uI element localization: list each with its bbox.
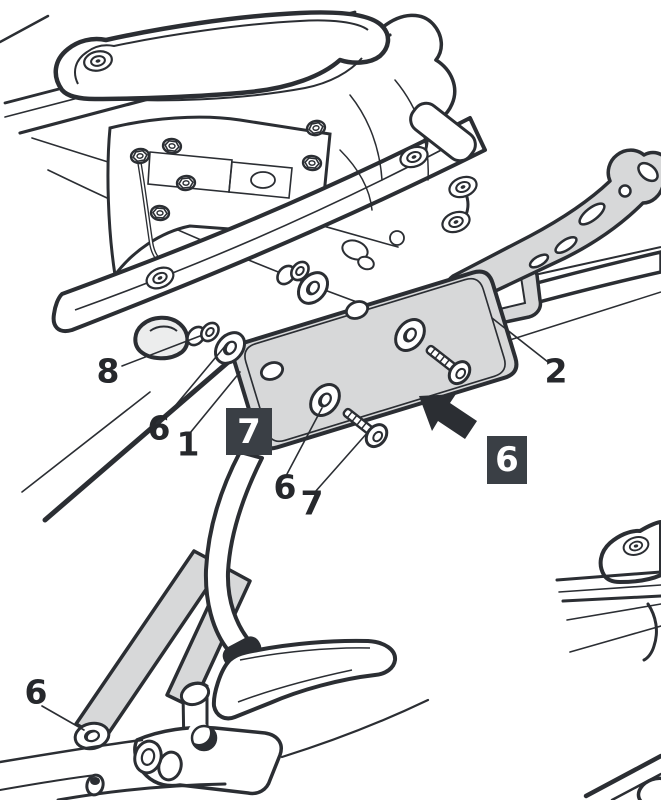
support-arm xyxy=(444,148,661,307)
step-box-7: 7 xyxy=(226,408,272,455)
next-panel-fragment xyxy=(555,520,661,800)
callout-label-7: 7 xyxy=(300,483,324,523)
callout-label-1: 1 xyxy=(176,424,200,464)
grab-handle xyxy=(53,10,391,102)
callout-label-8: 8 xyxy=(96,351,120,391)
direction-arrow-icon xyxy=(419,394,477,439)
frame-lines-bottom xyxy=(0,698,430,800)
footpeg-blade xyxy=(211,638,398,721)
footpeg-assembly xyxy=(133,638,398,796)
rubber-foot xyxy=(133,315,190,361)
keyhole-details xyxy=(341,230,405,271)
callout-label-2: 2 xyxy=(544,351,568,391)
callout-label-6b: 6 xyxy=(273,467,297,507)
step-box-6: 6 xyxy=(487,436,527,484)
frame-lines-mid xyxy=(21,342,251,523)
leader-lines xyxy=(41,317,549,731)
callout-label-6c: 6 xyxy=(24,672,48,712)
callout-label-6a: 6 xyxy=(147,408,171,448)
